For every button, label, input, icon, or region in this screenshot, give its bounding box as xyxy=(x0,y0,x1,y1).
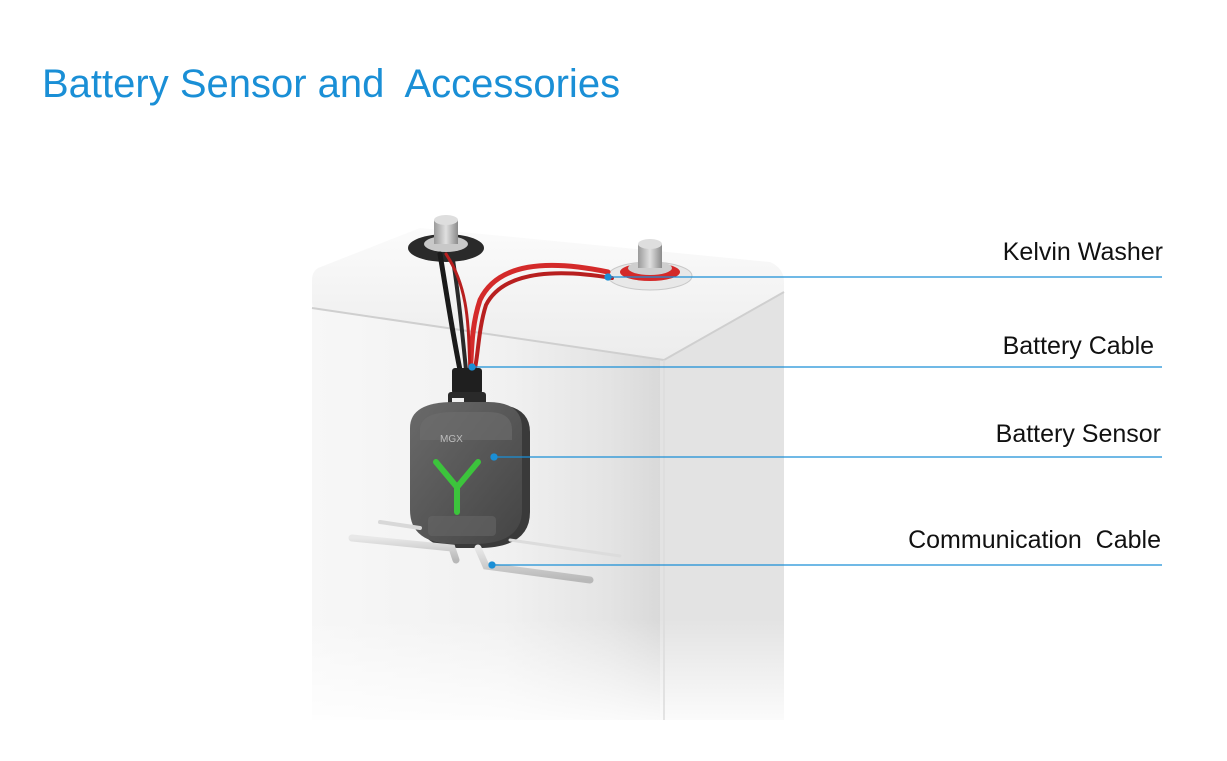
communication-cable xyxy=(348,520,622,584)
terminal-right xyxy=(607,239,693,291)
battery-lid xyxy=(311,228,785,720)
battery-sensor: MGX xyxy=(410,402,530,548)
callout-kelvin-washer: Kelvin Washer xyxy=(1002,238,1163,266)
terminal-left xyxy=(408,215,484,262)
sensor-brand-label: MGX xyxy=(440,434,463,445)
anchor-dot-battery-cable xyxy=(468,363,476,371)
callout-battery-sensor: Battery Sensor xyxy=(995,420,1161,448)
callout-communication-cable: Communication Cable xyxy=(908,526,1161,554)
sensor-logo-icon xyxy=(433,459,481,515)
anchor-dot-battery-sensor xyxy=(490,453,498,461)
leader-lines xyxy=(468,273,1162,569)
battery-body xyxy=(300,285,790,725)
callout-battery-cable: Battery Cable xyxy=(1002,332,1161,360)
battery-cables xyxy=(437,251,614,375)
page-title: Battery Sensor and Accessories xyxy=(42,62,621,106)
anchor-dot-kelvin-washer xyxy=(604,273,612,281)
anchor-dot-communication-cable xyxy=(488,561,496,569)
